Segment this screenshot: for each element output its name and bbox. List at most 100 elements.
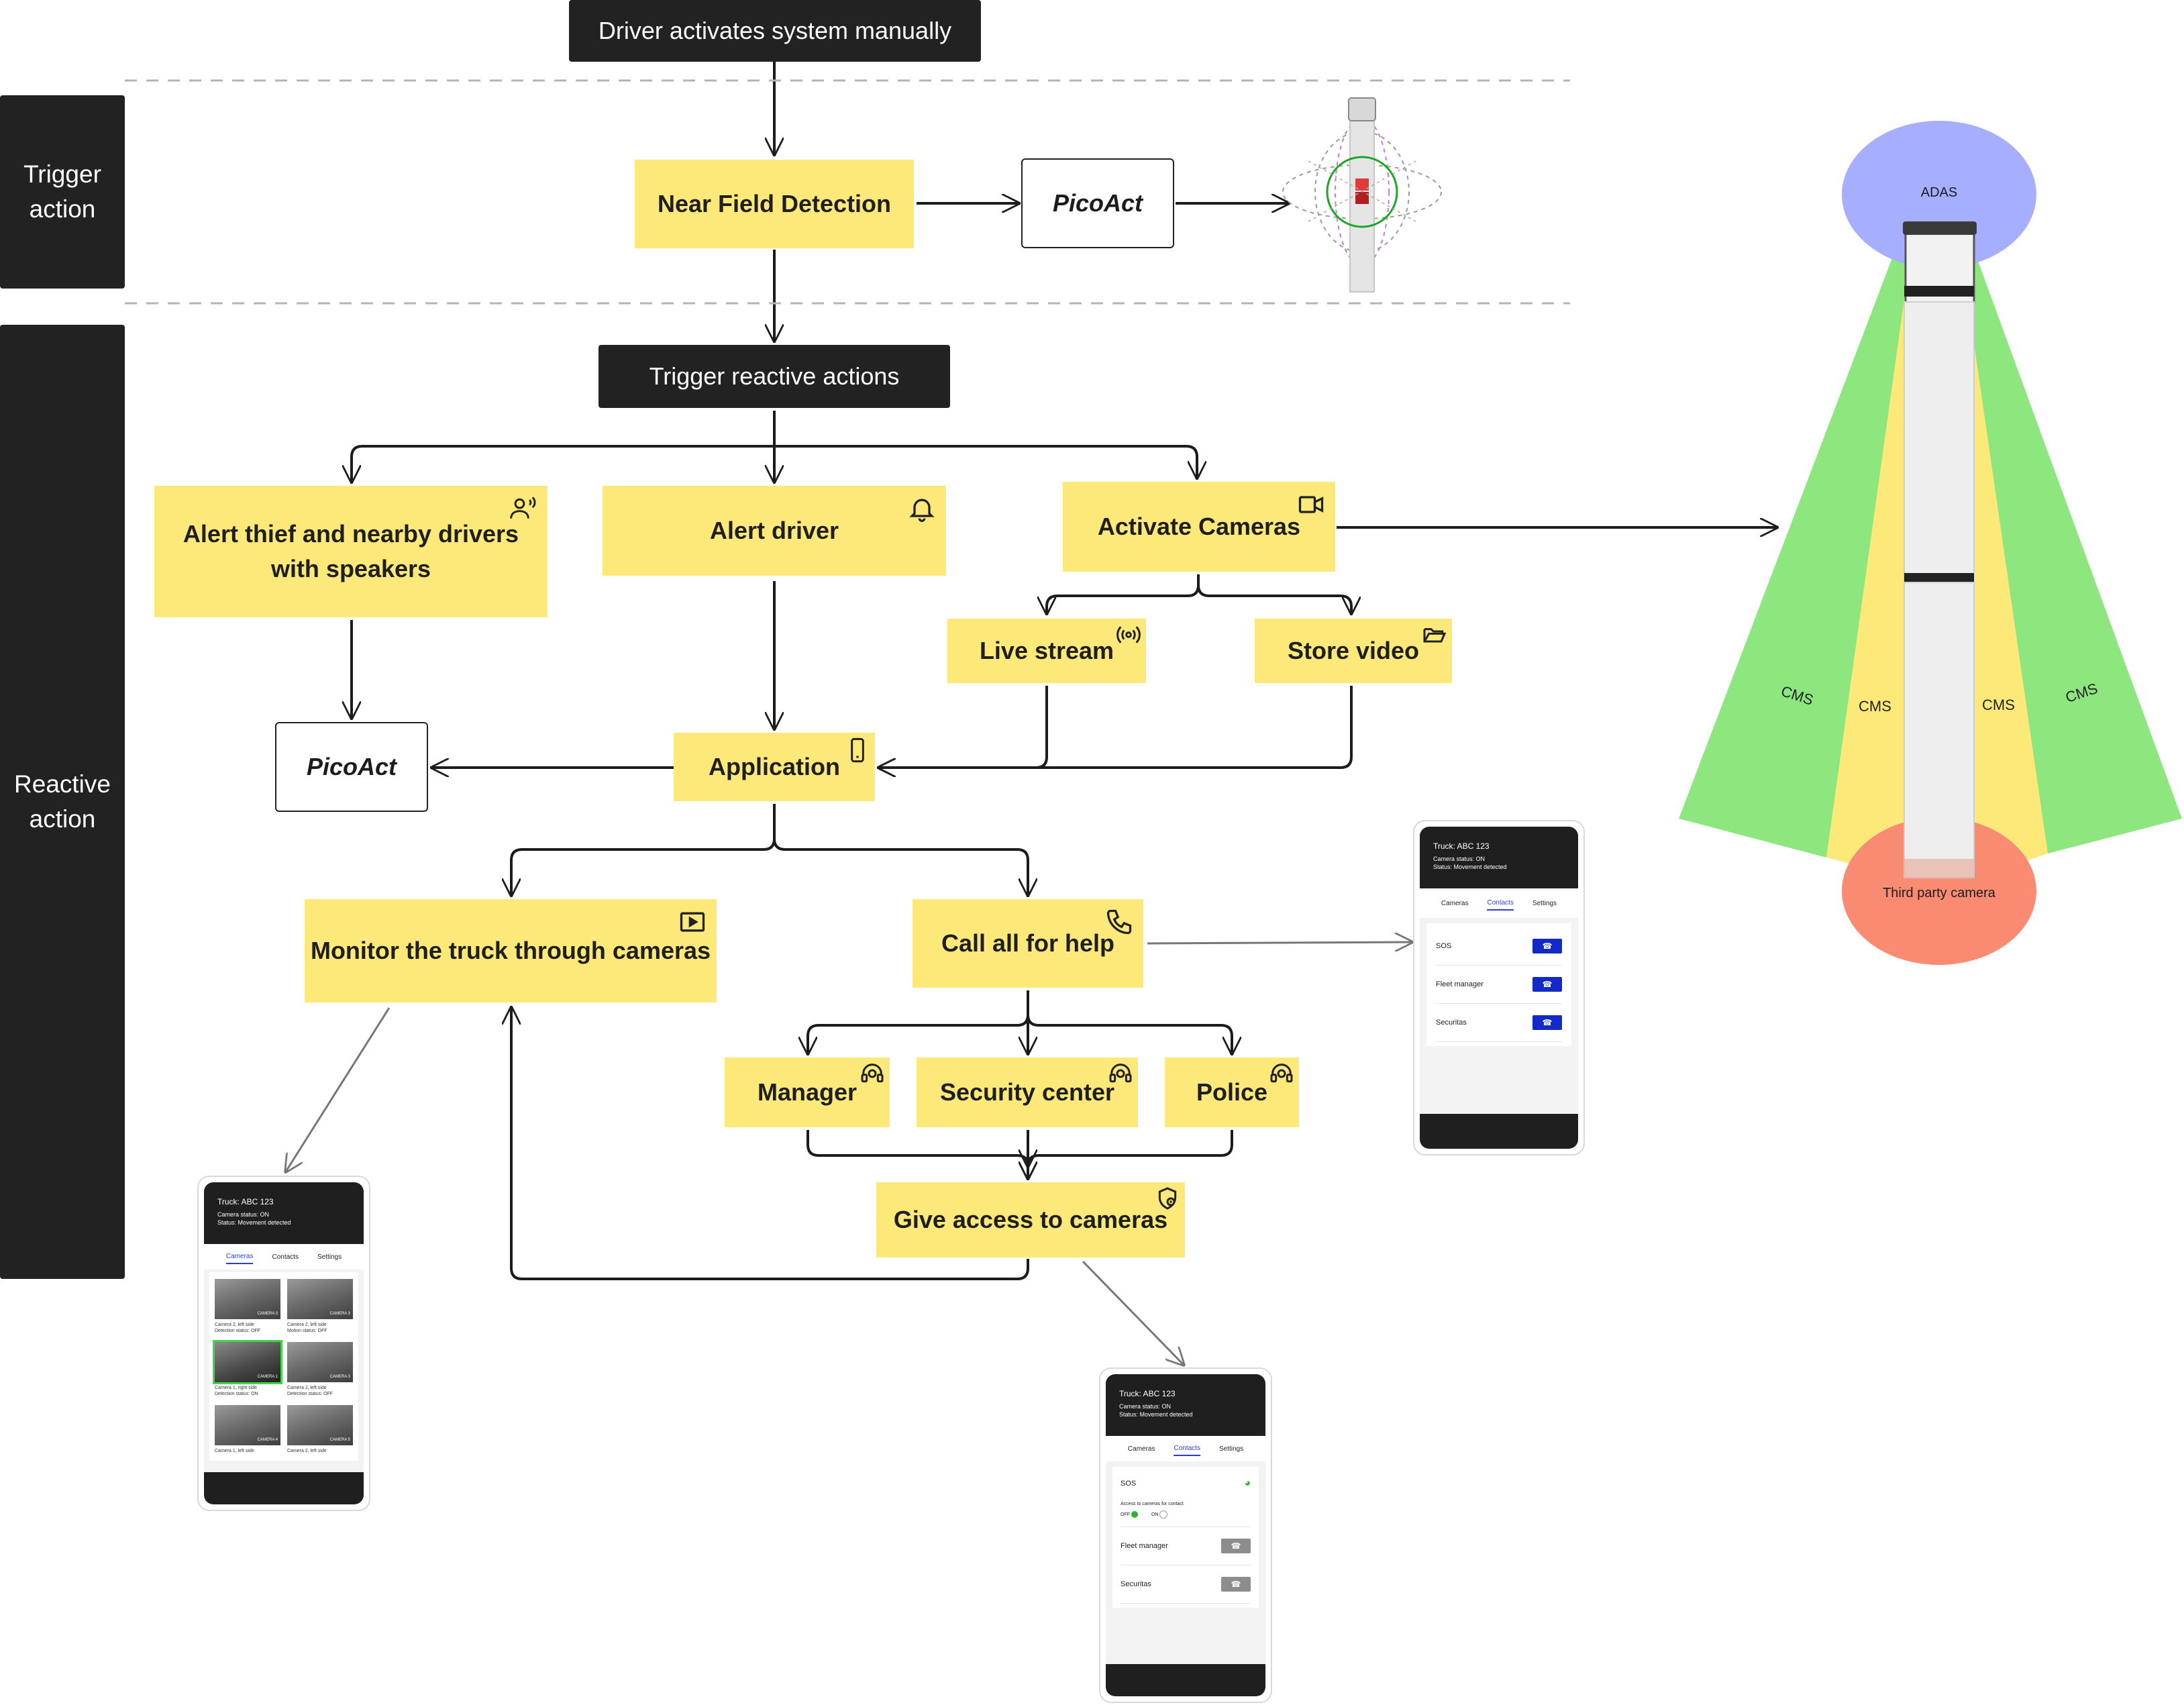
camera-status: Camera status: ON [217, 1211, 270, 1218]
cms-label: CMS [1982, 696, 2015, 713]
arrow-cameras-to-storevideo [1197, 584, 1351, 613]
phone-footer [1420, 1114, 1578, 1149]
arrow-trigger-to-cameras [774, 445, 1197, 478]
contact-row: Securitas☎ [1121, 1565, 1251, 1604]
give-access-node: Give access to cameras [876, 1182, 1185, 1257]
arrow-livestream-to-app [879, 686, 1048, 768]
arrow-police-to-access [1028, 1130, 1233, 1166]
phone-header: Truck: ABC 123 Camera status: ON Status:… [204, 1182, 364, 1244]
movement-status: Status: Movement detected [217, 1219, 291, 1226]
phone-cameras-mockup: Truck: ABC 123 Camera status: ON Status:… [197, 1176, 370, 1511]
arrow-call-to-police [1027, 1014, 1232, 1053]
manager-node: Manager [725, 1057, 890, 1127]
headset-icon [1107, 1060, 1134, 1087]
tab-cameras[interactable]: Cameras [225, 1250, 254, 1264]
smartphone-icon [844, 737, 871, 764]
tab-settings[interactable]: Settings [317, 1253, 342, 1261]
sos-label: SOS [1121, 1480, 1137, 1488]
alert-driver-node: Alert driver [603, 486, 946, 576]
call-button[interactable]: ☎ [1532, 977, 1562, 992]
movement-status: Status: Movement detected [1433, 864, 1507, 870]
near-field-device-illustration [1282, 97, 1442, 293]
call-button[interactable]: ☎ [1221, 1539, 1251, 1553]
application-node: Application [674, 733, 875, 801]
third-party-camera-label: Third party camera [1883, 886, 1995, 900]
camera-status: Camera status: ON [1119, 1403, 1172, 1410]
arrow-app-to-monitor [511, 804, 776, 895]
phone-access-mockup: Truck: ABC 123 Camera status: ON Status:… [1099, 1367, 1272, 1703]
alert-thief-node: Alert thief and nearby drivers with spea… [154, 486, 548, 617]
arrow-access-to-phone [1082, 1260, 1184, 1365]
contact-row: SOS☎ [1436, 927, 1562, 966]
picoact-top-node: PicoAct [1021, 158, 1174, 248]
headset-icon: ◕ [1244, 1478, 1251, 1489]
arrow-trigger-to-alert-thief [352, 411, 776, 482]
arrow-monitor-to-phone [286, 1007, 391, 1172]
trigger-reactive-node: Trigger reactive actions [599, 345, 950, 408]
arrow-storevideo-to-app [879, 686, 1353, 768]
store-video-node: Store video [1255, 619, 1452, 683]
access-label: Access to cameras for contact [1121, 1502, 1184, 1506]
arrow-manager-to-access [807, 1130, 1028, 1178]
near-field-detection-node: Near Field Detection [635, 160, 914, 248]
phone-header: Truck: ABC 123 Camera status: ON Status:… [1106, 1374, 1265, 1436]
sos-contact-block: SOS ◕ Access to cameras for contact OFF … [1121, 1471, 1251, 1527]
call-button[interactable]: ☎ [1532, 1015, 1562, 1030]
tab-settings[interactable]: Settings [1218, 1445, 1244, 1453]
contact-row: Fleet manager☎ [1436, 966, 1562, 1004]
call-button[interactable]: ☎ [1532, 939, 1562, 953]
activate-cameras-node: Activate Cameras [1063, 482, 1335, 572]
tab-contacts[interactable]: Contacts [1487, 896, 1514, 911]
truck-camera-coverage-diagram [1679, 121, 2182, 965]
play-screen-icon [678, 907, 707, 937]
speaker-person-icon [509, 494, 538, 523]
live-stream-node: Live stream [947, 619, 1146, 683]
folder-open-icon [1421, 621, 1448, 648]
arrow-call-to-phone [1147, 942, 1412, 943]
radio-on[interactable]: ON [1151, 1510, 1168, 1518]
arrow-access-to-monitor [511, 1008, 1029, 1280]
security-center-node: Security center [917, 1057, 1138, 1127]
radio-off[interactable]: OFF [1121, 1511, 1138, 1518]
shield-lock-icon [1154, 1185, 1181, 1212]
picoact-mid-node: PicoAct [275, 722, 428, 812]
phone-contacts-mockup: Truck: ABC 123 Camera status: ON Status:… [1413, 820, 1585, 1155]
driver-activates-node: Driver activates system manually [569, 0, 981, 62]
contact-row: Securitas☎ [1436, 1004, 1562, 1042]
headset-icon [1268, 1060, 1295, 1087]
adas-label: ADAS [1920, 185, 1958, 200]
tab-cameras[interactable]: Cameras [1127, 1445, 1155, 1453]
call-for-help-node: Call all for help [913, 899, 1143, 988]
tab-cameras[interactable]: Cameras [1441, 899, 1469, 907]
headset-icon [859, 1060, 886, 1087]
phone-icon [1104, 907, 1134, 937]
police-node: Police [1165, 1057, 1299, 1127]
phone-header: Truck: ABC 123 Camera status: ON Status:… [1420, 827, 1578, 888]
arrow-app-to-call [773, 838, 1028, 895]
bell-icon [907, 494, 937, 523]
video-camera-icon [1296, 490, 1326, 519]
reactive-action-label: Reactive action [0, 325, 125, 1279]
tab-contacts[interactable]: Contacts [1174, 1442, 1200, 1456]
monitor-truck-node: Monitor the truck through cameras [305, 899, 717, 1002]
camera-status: Camera status: ON [1433, 856, 1486, 862]
tab-contacts[interactable]: Contacts [272, 1253, 299, 1261]
phone-footer [1106, 1664, 1265, 1696]
truck-id: Truck: ABC 123 [217, 1197, 274, 1206]
contact-row: Fleet manager☎ [1121, 1527, 1251, 1565]
truck-id: Truck: ABC 123 [1433, 841, 1490, 851]
call-button[interactable]: ☎ [1221, 1577, 1251, 1592]
phone-footer [204, 1472, 364, 1504]
arrow-call-to-manager [808, 990, 1029, 1053]
cms-label: CMS [1859, 698, 1891, 715]
tab-settings[interactable]: Settings [1532, 899, 1557, 907]
broadcast-icon [1115, 621, 1142, 648]
truck-id: Truck: ABC 123 [1119, 1389, 1176, 1398]
